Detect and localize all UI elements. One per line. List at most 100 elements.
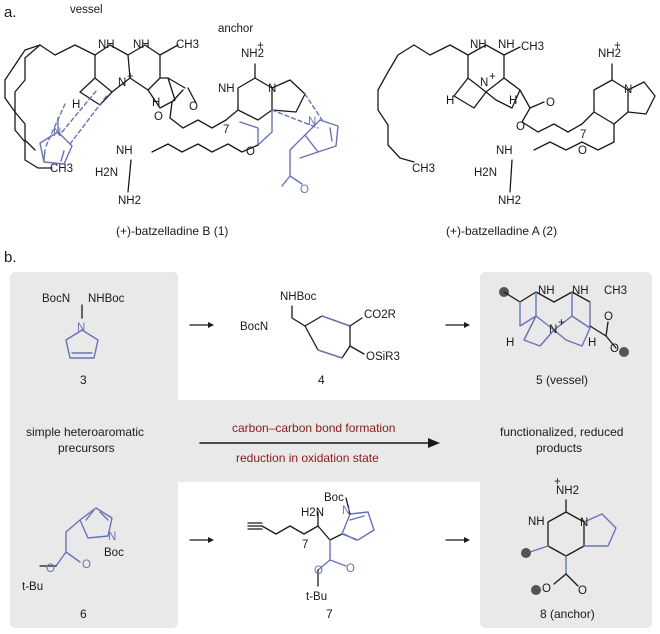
atom-nh-a1: NH	[470, 39, 487, 51]
label-compound-3: 3	[80, 373, 87, 387]
atom-nh2-1: NH2	[118, 195, 141, 207]
atom-n-8: N	[580, 517, 588, 529]
atom-nh-5b: NH	[572, 285, 589, 297]
atom-ch3-a1: CH3	[521, 41, 544, 53]
chain-index-7-a: 7	[580, 129, 586, 141]
compound-7-structure	[247, 497, 375, 587]
chain-index-7-cpd7: 7	[302, 539, 308, 551]
charge-plus-1: +	[127, 71, 134, 83]
atom-ch3-1: CH3	[176, 39, 199, 51]
charge-plus-5: +	[558, 317, 565, 329]
label-tbu-6: t-Bu	[22, 581, 43, 593]
left-text-line-2: precursors	[58, 441, 115, 455]
caption-batzelladine-b: (+)-batzelladine B (1)	[116, 224, 228, 238]
atom-ch3-5: CH3	[604, 285, 627, 297]
section-b-label: b.	[4, 249, 17, 266]
atom-h-1: H	[72, 99, 80, 111]
atom-nh2-anchor-a: NH2	[598, 48, 621, 60]
atom-o-5a: O	[604, 311, 613, 323]
compound-8-structure	[521, 499, 617, 595]
atom-nh2-anchor-b: NH2	[241, 48, 264, 60]
atom-o-6b: O	[46, 563, 55, 575]
atom-o-blue: O	[300, 184, 309, 196]
guanidine-chain-b	[151, 143, 259, 153]
label-nhboc-4: NHBoc	[280, 291, 317, 303]
atom-h2n-1: H2N	[95, 167, 118, 179]
atom-nh-1: NH	[98, 39, 115, 51]
anchor-b-blue-highlight	[239, 109, 273, 146]
atom-hn-8: NH	[528, 516, 545, 528]
atom-o-a3: O	[578, 145, 587, 157]
label-nhboc-3: NHBoc	[88, 293, 125, 305]
label-compound-6: 6	[80, 607, 87, 621]
atom-o-8b: O	[578, 585, 587, 597]
atom-nh-2: NH	[133, 39, 150, 51]
atom-n-anchor-b: N	[268, 83, 276, 95]
atom-h-a2: H	[509, 95, 517, 107]
right-text-line-1: functionalized, reduced	[500, 425, 623, 439]
compound-5-structure	[499, 287, 629, 357]
center-text-line-2: reduction in oxidation state	[236, 451, 379, 465]
atom-nplus-a: N	[480, 77, 488, 89]
label-tbu-7: t-Bu	[306, 591, 327, 603]
atom-n-6: N	[108, 531, 116, 543]
atom-o-3: O	[246, 146, 255, 158]
atom-n-3: N	[77, 322, 85, 334]
compound-6-structure	[39, 507, 113, 567]
atom-o-a1: O	[546, 97, 555, 109]
section-a-label: a.	[4, 4, 17, 21]
atom-ch3-2: CH3	[50, 163, 73, 175]
atom-h-5a: H	[506, 337, 514, 349]
atom-nplus-1: N	[118, 77, 126, 89]
charge-plus-anchor-a: +	[614, 40, 621, 52]
atom-nh-5a: NH	[538, 285, 555, 297]
label-compound-5: 5 (vessel)	[536, 373, 588, 387]
vessel-label: vessel	[70, 4, 103, 16]
atom-n-anchor-a: N	[624, 84, 632, 96]
atom-n-7: N	[342, 505, 350, 517]
center-text-line-1: carbon–carbon bond formation	[232, 421, 395, 435]
label-boc-6: Boc	[104, 547, 124, 559]
atom-o-7a: O	[314, 565, 323, 577]
atom-o-a2: O	[516, 121, 525, 133]
atom-o-8a: O	[542, 583, 551, 595]
atom-n-pyrrole-left: N	[53, 127, 61, 139]
charge-plus-a: +	[489, 71, 496, 83]
alkyl-chain-b	[4, 44, 41, 113]
pyrrole-probe-right	[271, 93, 339, 187]
charge-plus-8: +	[554, 476, 561, 488]
compound-3-structure	[65, 304, 99, 359]
batzelladine-b-anchor-core	[225, 63, 306, 121]
panel-left	[10, 272, 178, 628]
atom-n-pyrrole-right: N	[308, 116, 316, 128]
atom-o-2: O	[154, 111, 163, 123]
batzelladine-a-structure	[377, 44, 656, 163]
label-compound-8: 8 (anchor)	[540, 607, 595, 621]
label-compound-4: 4	[318, 373, 325, 387]
linker-chain-b	[169, 117, 227, 129]
atom-nh2-a: NH2	[498, 195, 521, 207]
label-osir3-4: OSiR3	[366, 351, 400, 363]
atom-o-1: O	[189, 101, 198, 113]
label-bocn-4: BocN	[240, 321, 268, 333]
atom-nh-3: NH	[116, 145, 133, 157]
atom-h-a1: H	[446, 95, 454, 107]
atom-nh2-8: NH2	[556, 485, 579, 497]
pyrrole-probe-left	[39, 89, 109, 165]
atom-nh-a2: NH	[498, 39, 515, 51]
charge-plus-anchor-b: +	[257, 40, 264, 52]
compound-4-structure	[291, 305, 365, 359]
label-bocn-3: BocN	[42, 293, 70, 305]
atom-o-5b: O	[610, 343, 619, 355]
panel-right	[480, 272, 652, 628]
right-text-line-2: products	[536, 441, 582, 455]
label-boc-7: Boc	[324, 492, 344, 504]
left-text-line-1: simple heteroaromatic	[26, 425, 144, 439]
label-compound-7: 7	[326, 607, 333, 621]
atom-h2n-a: H2N	[474, 167, 497, 179]
atom-hn-anchor-b: NH	[218, 83, 235, 95]
atom-o-7b: O	[346, 563, 355, 575]
atom-o-6a: O	[82, 559, 91, 571]
chain-index-7-b: 7	[223, 124, 229, 136]
